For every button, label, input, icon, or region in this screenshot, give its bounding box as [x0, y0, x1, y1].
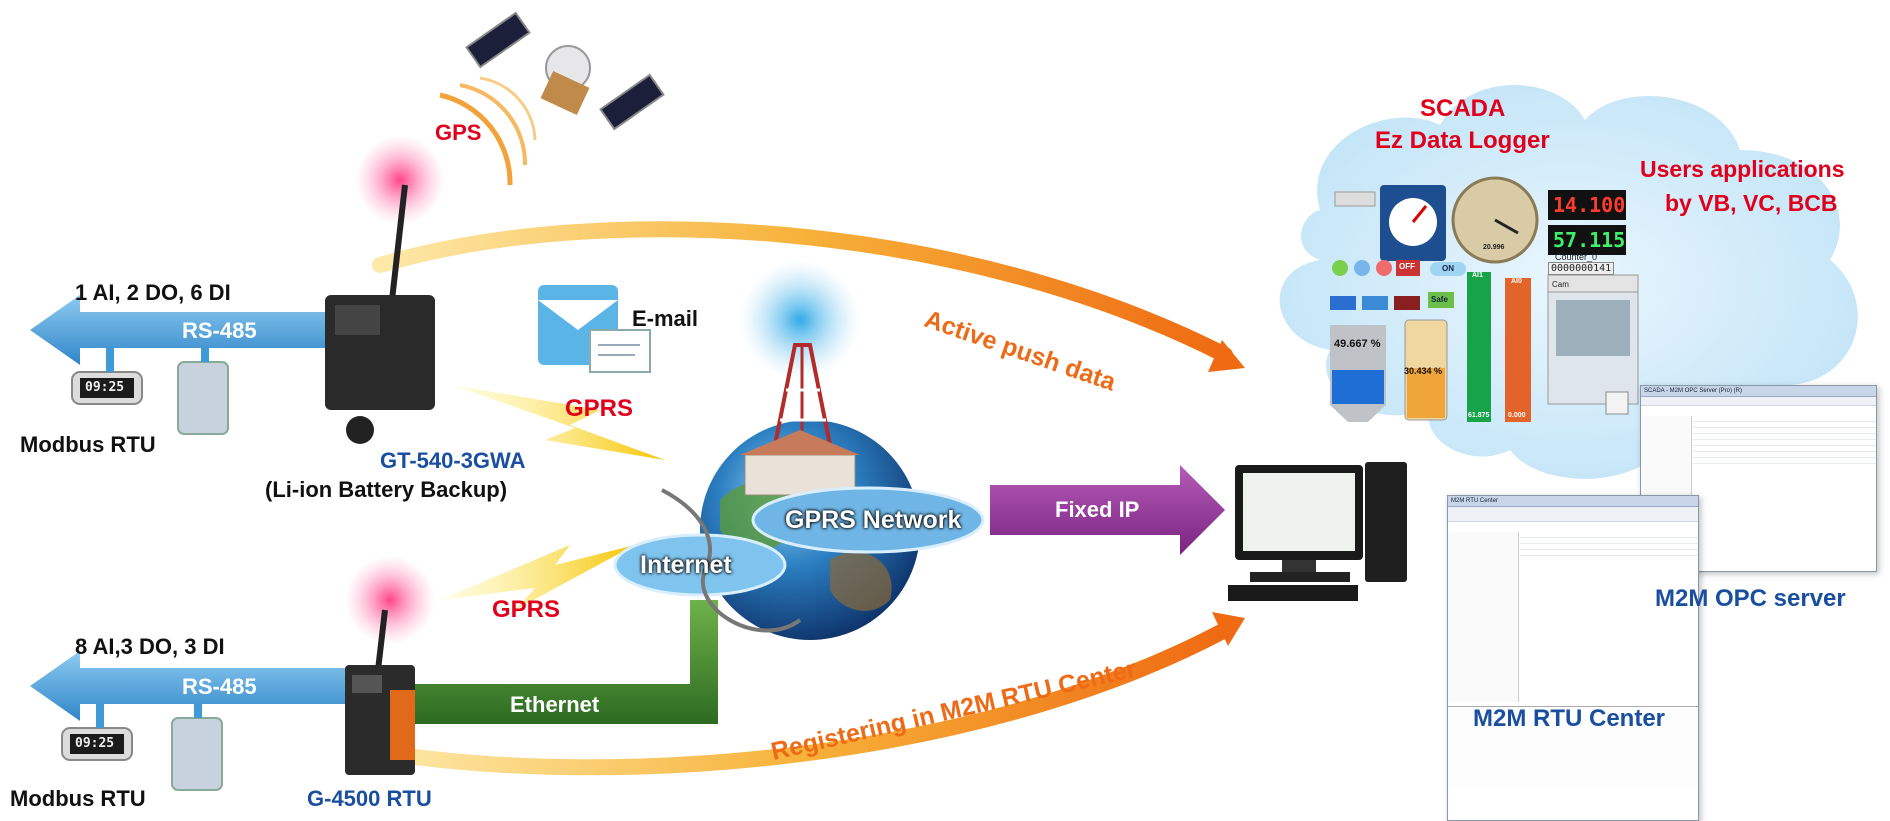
g-4500-device-icon	[345, 609, 415, 775]
gauge-value-1: 1.400	[1405, 237, 1421, 243]
internet-label: Internet	[640, 551, 732, 579]
off-button-label: OFF	[1399, 262, 1415, 271]
gauge-value-2: 20.996	[1483, 244, 1505, 251]
languages-label: by VB, VC, BCB	[1665, 190, 1838, 216]
gt-540-battery-label: (Li-ion Battery Backup)	[265, 477, 508, 502]
rtu-center-window[interactable]: M2M RTU Center	[1447, 495, 1699, 821]
gt-540-model-label: GT-540-3GWA	[380, 448, 526, 473]
gprs-label-bottom: GPRS	[492, 596, 561, 623]
cam-title: Cam	[1552, 280, 1569, 289]
opc-server-label: M2M OPC server	[1655, 585, 1846, 612]
signal-waves-top	[355, 135, 445, 225]
rs485-arrow-top	[30, 295, 330, 365]
bottom-rs485-label: RS-485	[182, 674, 257, 699]
rtu-window-list[interactable]	[1520, 532, 1698, 702]
on-button-label: ON	[1442, 264, 1454, 273]
internet-ellipse	[613, 533, 787, 597]
safe-button-label: Safe	[1431, 295, 1448, 304]
cable-icon	[661, 488, 802, 633]
rtu-window-log[interactable]	[1448, 706, 1698, 787]
gprs-label-top: GPRS	[565, 395, 634, 422]
gt-540-device-icon	[325, 184, 435, 444]
fixed-ip-label: Fixed IP	[1055, 497, 1140, 522]
users-applications-label: Users applications	[1640, 156, 1845, 182]
active-push-arrow	[372, 221, 1245, 372]
gprs-network-ellipse	[751, 486, 985, 554]
led-display-1: 14.100	[1553, 193, 1626, 217]
pc-icon	[1228, 462, 1407, 601]
scada-widgets	[1330, 176, 1639, 422]
fixed-ip-arrow	[990, 465, 1225, 555]
gps-label: GPS	[435, 120, 482, 145]
modbus-rtu-devices-top	[71, 348, 229, 435]
led-display-2: 57.115	[1553, 228, 1626, 252]
registering-arrow	[372, 612, 1245, 776]
opc-window-table[interactable]	[1693, 416, 1876, 566]
ethernet-line	[385, 600, 718, 724]
gprs-network-label: GPRS Network	[785, 506, 962, 534]
bar-value-2: 0.000	[1508, 412, 1526, 419]
rs485-arrow-bottom	[30, 651, 345, 721]
scada-label: SCADA	[1420, 95, 1506, 122]
opc-window-titlebar[interactable]: SCADA - M2M OPC Server (Pro) (R)	[1641, 386, 1876, 397]
rtu-window-tree[interactable]	[1448, 532, 1519, 702]
bar-value-1: 61.875	[1468, 412, 1490, 419]
bar-header-1: AI1	[1472, 272, 1483, 279]
gprs-bolt-bottom	[440, 545, 635, 610]
top-rs485-label: RS-485	[182, 318, 257, 343]
modbus-rtu-devices-bottom	[61, 704, 223, 791]
battery-value: 30.434 %	[1404, 366, 1443, 376]
top-modbus-rtu-label: Modbus RTU	[20, 432, 156, 457]
signal-waves-bottom	[345, 555, 435, 645]
bottom-io-label: 8 AI,3 DO, 3 DI	[75, 634, 225, 659]
counter-label: Counter_0	[1555, 252, 1598, 262]
top-io-label: 1 AI, 2 DO, 6 DI	[75, 280, 231, 305]
email-icon	[538, 285, 651, 373]
tank-value: 49.667 %	[1334, 338, 1381, 350]
gprs-bolt-top	[452, 385, 665, 460]
satellite-icon	[439, 11, 665, 186]
rtu-display-time-bottom: 09:25	[75, 736, 115, 751]
counter-value: 0000000141	[1548, 262, 1615, 275]
opc-window-menubar[interactable]	[1641, 397, 1876, 406]
rtu-window-titlebar[interactable]: M2M RTU Center	[1448, 496, 1698, 507]
signal-waves-tower	[740, 260, 860, 380]
rtu-window-toolbar[interactable]	[1448, 507, 1698, 522]
rtu-display-time-top: 09:25	[85, 380, 125, 395]
ethernet-label: Ethernet	[510, 692, 600, 717]
g-4500-model-label: G-4500 RTU	[307, 786, 432, 811]
email-label: E-mail	[632, 306, 699, 331]
ez-data-logger-label: Ez Data Logger	[1375, 127, 1550, 154]
rtu-center-label: M2M RTU Center	[1473, 705, 1666, 732]
bar-header-2: AI0	[1511, 278, 1522, 285]
bottom-modbus-rtu-label: Modbus RTU	[10, 786, 146, 811]
